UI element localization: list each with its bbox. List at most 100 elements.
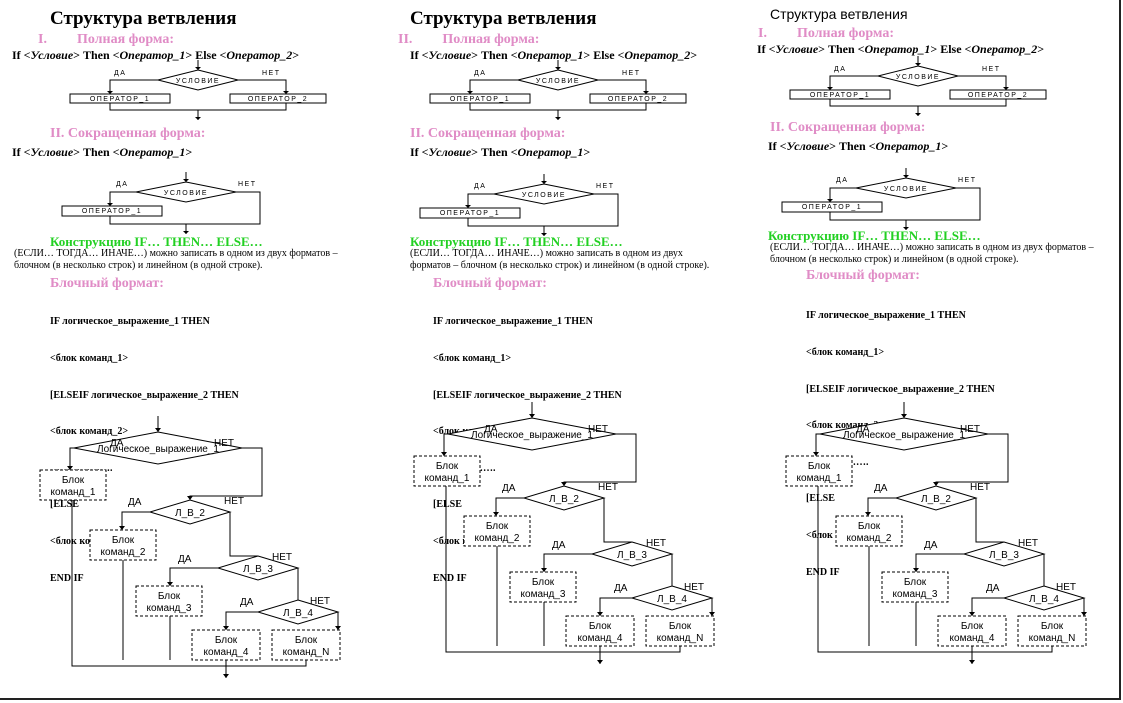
code-line: [ELSEIF логическое_выражение_2 THEN xyxy=(50,389,239,401)
yes-label: ДА xyxy=(502,483,516,494)
construct-description: (ЕСЛИ… ТОГДА… ИНАЧЕ…) можно записать в о… xyxy=(410,248,709,272)
no-label: НЕТ xyxy=(958,177,977,184)
condition-3-label: Л_В_3 xyxy=(243,564,273,575)
code-line: <блок команд_1> xyxy=(433,353,512,365)
yes-label: ДА xyxy=(240,597,254,608)
block-1-label: команд_1 xyxy=(797,473,842,484)
full-form-syntax: If <Условие> Then <Оператор_1> Else <Опе… xyxy=(757,42,1045,56)
yes-label: ДА xyxy=(986,583,1000,594)
operator-1-label: ОПЕРАТОР_1 xyxy=(450,96,510,103)
block-4-label: команд_4 xyxy=(950,633,995,644)
section-number: I. xyxy=(38,32,47,47)
block-3-title: Блок xyxy=(904,577,927,588)
construct-desc-line-2: форматов – блочном (в несколько строк) и… xyxy=(410,260,710,271)
block-4-title: Блок xyxy=(215,635,238,646)
code-line: END IF xyxy=(433,572,467,584)
yes-label: ДА xyxy=(114,70,126,77)
short-form-heading: II. Сокращенная форма: xyxy=(770,120,926,135)
yes-label: ДА xyxy=(484,424,498,435)
block-4-title: Блок xyxy=(589,621,612,632)
yes-label: ДА xyxy=(856,424,870,435)
code-line: [ELSEIF логическое_выражение_2 THEN xyxy=(433,389,622,401)
yes-label: ДА xyxy=(552,540,566,551)
full-form-heading: II.Полная форма: xyxy=(398,32,539,48)
construct-heading: Конструкцию IF… THEN… ELSE… xyxy=(410,234,623,249)
block-1-title: Блок xyxy=(808,461,831,472)
operator-2-label: ОПЕРАТОР_2 xyxy=(608,96,668,103)
no-label: НЕТ xyxy=(262,70,281,77)
code-line: <блок команд_2> xyxy=(806,420,885,432)
condition-label: УСЛОВИЕ xyxy=(522,192,566,199)
code-line: END IF xyxy=(50,572,84,584)
block-1-label: команд_1 xyxy=(425,473,470,484)
full-form-syntax: If <Условие> Then <Оператор_1> Else <Опе… xyxy=(410,48,698,62)
code-line: [ELSE xyxy=(806,493,835,505)
block-4-label: команд_4 xyxy=(578,633,623,644)
condition-1-label: Логическое_выражение_1 xyxy=(471,430,593,441)
short-form-heading: II. Сокращенная форма: xyxy=(50,126,206,141)
no-label: НЕТ xyxy=(310,596,330,607)
block-n-label: команд_N xyxy=(1029,633,1076,644)
block-4-title: Блок xyxy=(961,621,984,632)
condition-2-label: Л_В_2 xyxy=(175,508,205,519)
yes-label: ДА xyxy=(614,583,628,594)
code-line: [ELSE xyxy=(50,499,79,511)
yes-label: ДА xyxy=(924,540,938,551)
operator-1-label: ОПЕРАТОР_1 xyxy=(82,208,142,215)
construct-desc-line-1: (ЕСЛИ… ТОГДА… ИНАЧЕ…) можно записать в о… xyxy=(770,242,1094,253)
construct-heading: Конструкцию IF… THEN… ELSE… xyxy=(50,234,263,249)
short-form-syntax: If <Условие> Then <Оператор_1> xyxy=(768,139,949,153)
no-label: НЕТ xyxy=(1056,582,1076,593)
block-2-title: Блок xyxy=(486,521,509,532)
block-2-title: Блок xyxy=(858,521,881,532)
no-label: НЕТ xyxy=(970,482,990,493)
yes-label: ДА xyxy=(474,183,486,190)
construct-desc-line-2: блочном (в несколько строк) и линейном (… xyxy=(770,254,1019,265)
block-format-heading: Блочный формат: xyxy=(806,268,920,283)
no-label: НЕТ xyxy=(272,552,292,563)
full-form-flowchart: ДА НЕТ УСЛОВИЕ ОПЕРАТОР_1 ОПЕРАТОР_2 xyxy=(789,56,1047,116)
condition-label: УСЛОВИЕ xyxy=(176,78,220,85)
no-label: НЕТ xyxy=(622,70,641,77)
yes-label: ДА xyxy=(874,483,888,494)
construct-description: (ЕСЛИ… ТОГДА… ИНАЧЕ…) можно записать в о… xyxy=(770,242,1094,266)
no-label: НЕТ xyxy=(588,424,608,435)
short-form-syntax: If <Условие> Then <Оператор_1> xyxy=(12,145,193,159)
yes-label: ДА xyxy=(110,438,124,449)
full-form-heading: I. Полная форма: xyxy=(758,26,894,42)
block-1-title: Блок xyxy=(62,475,85,486)
construct-description: (ЕСЛИ… ТОГДА… ИНАЧЕ…) можно записать в о… xyxy=(14,248,338,272)
condition-1-label: Логическое_выражение_1 xyxy=(843,430,965,441)
no-label: НЕТ xyxy=(598,482,618,493)
full-form-label: Полная форма: xyxy=(76,32,175,47)
short-form-flowchart: ДА НЕТ УСЛОВИЕ ОПЕРАТОР_1 xyxy=(61,172,261,234)
construct-desc-line-1: (ЕСЛИ… ТОГДА… ИНАЧЕ…) можно записать в о… xyxy=(410,248,683,259)
section-number: I. xyxy=(758,26,767,41)
condition-label: УСЛОВИЕ xyxy=(884,186,928,193)
short-form-heading: II. Сокращенная форма: xyxy=(410,126,566,141)
block-4-label: команд_4 xyxy=(204,647,249,658)
block-3-title: Блок xyxy=(532,577,555,588)
construct-heading: Конструкцию IF… THEN… ELSE… xyxy=(768,228,981,243)
page-title: Структура ветвления xyxy=(410,8,597,29)
code-line: IF логическое_выражение_1 THEN xyxy=(806,310,966,322)
block-n-label: команд_N xyxy=(657,633,704,644)
yes-label: ДА xyxy=(834,66,846,73)
block-3-label: команд_3 xyxy=(521,589,566,600)
full-form-label: Полная форма: xyxy=(796,26,895,41)
no-label: НЕТ xyxy=(982,66,1001,73)
no-label: НЕТ xyxy=(214,438,234,449)
operator-1-label: ОПЕРАТОР_1 xyxy=(810,92,870,99)
block-2-label: команд_2 xyxy=(101,547,146,558)
block-n-title: Блок xyxy=(669,621,692,632)
condition-2-label: Л_В_2 xyxy=(549,494,579,505)
condition-3-label: Л_В_3 xyxy=(989,550,1019,561)
yes-label: ДА xyxy=(474,70,486,77)
elseif-flowchart: ДА НЕТ Логическое_выражение_1 Блок коман… xyxy=(785,402,1087,664)
full-form-syntax: If <Условие> Then <Оператор_1> Else <Опе… xyxy=(12,48,300,62)
condition-4-label: Л_В_4 xyxy=(283,608,313,619)
condition-4-label: Л_В_4 xyxy=(1029,594,1059,605)
condition-label: УСЛОВИЕ xyxy=(896,74,940,81)
no-label: НЕТ xyxy=(960,424,980,435)
